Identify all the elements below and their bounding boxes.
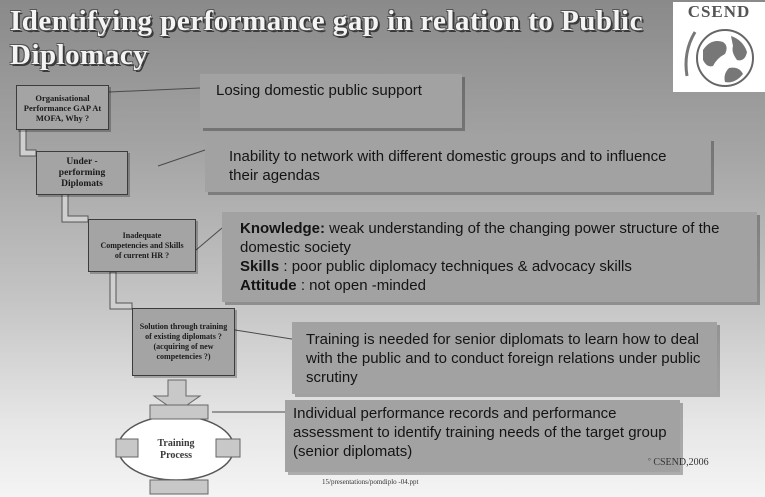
org-gap-box: Organisational Performance GAP At MOFA, … (16, 85, 109, 130)
footer-file-path: 15/presentations/pomdiplo -04.ppt (322, 478, 419, 486)
skills-label: Skills (240, 258, 280, 275)
knowledge-label: Knowledge: (240, 220, 325, 237)
footer-copyright: ° CSEND,2006 (648, 457, 709, 468)
skills-text: : poor public diplomacy techniques & adv… (279, 258, 632, 275)
losing-text: Losing domestic public support (216, 82, 422, 99)
csend-logo: CSEND (673, 2, 765, 92)
individual-text: Individual performance records and perfo… (293, 405, 667, 460)
skills-line: Skills : poor public diplomacy technique… (240, 257, 739, 276)
note-individual-performance: Individual performance records and perfo… (285, 400, 680, 472)
note-training-needed: Training is needed for senior diplomats … (292, 322, 717, 394)
note-knowledge-skills-attitude: Knowledge: weak understanding of the cha… (222, 212, 757, 302)
copyright-text: CSEND,2006 (653, 457, 709, 468)
underperforming-label: Under - performing Diplomats (58, 156, 106, 189)
underperforming-box: Under - performing Diplomats (36, 151, 128, 195)
knowledge-text: weak understanding of the changing power… (240, 220, 720, 256)
solution-box: Solution through training of existing di… (132, 308, 235, 376)
logo-text: CSEND (687, 2, 751, 21)
org-gap-label: Organisational Performance GAP At MOFA, … (23, 92, 102, 123)
attitude-label: Attitude (240, 277, 297, 294)
training-process-label: Training Process (157, 438, 195, 461)
training-needed-text: Training is needed for senior diplomats … (306, 331, 701, 386)
knowledge-line: Knowledge: weak understanding of the cha… (240, 219, 739, 257)
footer-bullet: ° (648, 457, 651, 465)
attitude-text: : not open -minded (296, 277, 426, 294)
note-losing-support: Losing domestic public support (200, 74, 462, 128)
globe-icon (684, 29, 754, 87)
inability-text: Inability to network with different dome… (229, 148, 667, 184)
note-inability: Inability to network with different dome… (205, 138, 711, 192)
attitude-line: Attitude : not open -minded (240, 276, 739, 295)
inadequate-box: Inadequate Competencies and Skills of cu… (88, 219, 196, 272)
slide-title: Identifying performance gap in relation … (10, 5, 643, 71)
inadequate-label: Inadequate Competencies and Skills of cu… (100, 230, 184, 260)
solution-label: Solution through training of existing di… (139, 322, 228, 361)
